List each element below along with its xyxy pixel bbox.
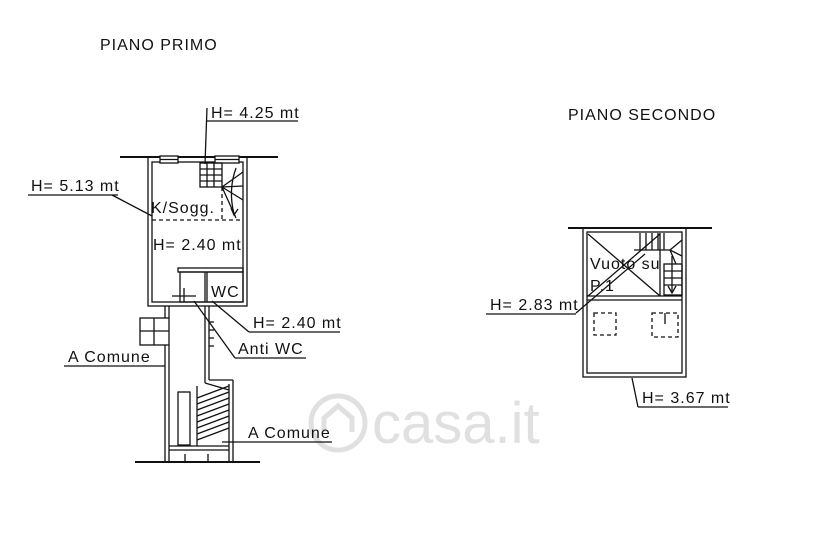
height-label-top: H= 4.25 mt [211,105,300,122]
wc-room [206,271,244,303]
window-top-left [159,155,179,164]
height-label-room: H= 2.40 mt [153,237,242,254]
floor-title-second: PIANO SECONDO [568,107,716,124]
window-top-right [214,155,240,164]
stair-step-line [196,397,230,411]
leader-height-top [204,107,208,165]
skylight-dashed-left [593,312,617,336]
logo-circle [308,393,368,453]
staircase-second-floor [634,233,683,296]
room-label-anti-wc: Anti WC [238,341,304,358]
stair-arrow-head [230,207,239,217]
leader-height-left [111,194,153,217]
floor-title-first: PIANO PRIMO [100,37,218,54]
labels-second-floor: PIANO SECONDO Vuoto su P.1 H= 2.83 mt H=… [490,107,731,407]
stair-winder-line [221,185,244,188]
inner-wall [151,161,244,303]
height-label-left: H= 5.13 mt [31,178,120,195]
anti-wc-room [179,271,206,303]
void-area [587,233,661,297]
watermark-text: casa.it [372,391,540,456]
void-cross-line [587,233,661,297]
void-label-line2: P.1 [590,278,615,295]
plan-first-floor [28,107,340,463]
stair-step-line [196,391,230,405]
stair-step-line [196,421,230,435]
stair-flight [663,263,683,296]
stair-step-line [196,409,230,423]
stair-winder-line [669,249,683,257]
room-label-wc: WC [211,284,240,301]
stair-step-line [196,403,230,417]
stair-step-line [196,385,230,399]
leader-lines-second-floor [486,253,728,408]
leader-anti-wc [193,300,236,359]
inner-wall [586,231,683,374]
height-label-left: H= 2.83 mt [490,297,579,314]
leader-height-bottom [631,377,639,408]
watermark: casa.it [308,391,540,456]
room-label-kitchen: K/Sogg. [151,200,215,217]
leader-height-wc [211,300,250,333]
stair-direction-arrow [230,167,237,215]
height-label-wc: H= 2.40 mt [253,315,342,332]
void-label-line1: Vuoto su [590,256,661,273]
common-label-bottom: A Comune [248,425,331,442]
stair-winder-line [669,239,683,251]
staircase-first-floor [199,162,244,219]
skylight-dashed-right [651,312,679,338]
outer-wall [582,227,687,378]
stair-arrow-head [667,285,677,295]
stair-step-line [196,427,230,441]
stair-well-gap [177,391,191,446]
stair-step-line [196,415,230,429]
logo-house [321,402,355,432]
height-label-bottom: H= 3.67 mt [642,390,731,407]
labels-first-floor: PIANO PRIMO H= 4.25 mt H= 5.13 mt K/Sogg… [31,37,342,442]
common-corridor [139,306,214,383]
bathroom-block [172,267,244,303]
leader-lines-first-floor [28,107,340,443]
casa-it-logo-icon [308,393,368,453]
stair-winder-line [221,186,244,201]
common-label-left: A Comune [68,349,151,366]
stair-winder-line [669,249,677,265]
leader-height-left [575,253,646,314]
stair-winder-line [204,382,230,391]
plan-second-floor [486,227,728,408]
common-stairwell [135,345,260,463]
